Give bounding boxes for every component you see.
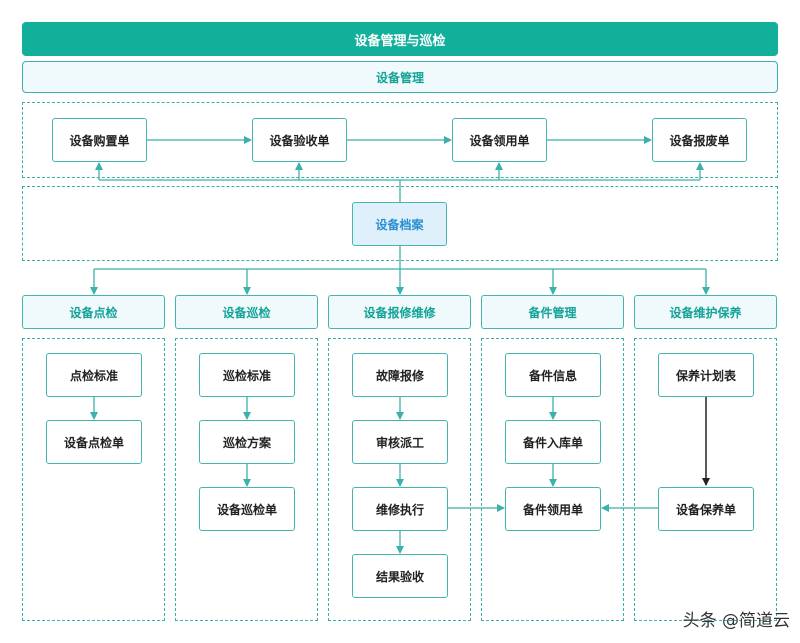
column-container-patrol	[175, 338, 318, 621]
patrol-standard-box: 巡检标准	[199, 353, 295, 397]
column-header-repair: 设备报修维修	[328, 295, 471, 329]
acceptance-order-box: 设备验收单	[252, 118, 347, 162]
column-header-spare-parts: 备件管理	[481, 295, 624, 329]
page-title: 设备管理与巡检	[22, 22, 778, 56]
repair-execution-box: 维修执行	[352, 487, 448, 531]
column-container-maintenance	[634, 338, 777, 621]
equipment-archive-box: 设备档案	[352, 202, 447, 246]
spare-part-inbound-box: 备件入库单	[505, 420, 601, 464]
scrap-order-box: 设备报废单	[652, 118, 747, 162]
section-title-equipment-management: 设备管理	[22, 61, 778, 93]
column-container-spare-parts	[481, 338, 624, 621]
patrol-form-box: 设备巡检单	[199, 487, 295, 531]
spare-part-info-box: 备件信息	[505, 353, 601, 397]
watermark-text: 头条 @简道云	[682, 611, 790, 631]
spare-part-requisition-box: 备件领用单	[505, 487, 601, 531]
maintenance-form-box: 设备保养单	[658, 487, 754, 531]
column-container-inspection	[22, 338, 165, 621]
flow-container	[22, 102, 778, 178]
requisition-order-box: 设备领用单	[452, 118, 547, 162]
patrol-plan-box: 巡检方案	[199, 420, 295, 464]
fault-report-box: 故障报修	[352, 353, 448, 397]
inspection-standard-box: 点检标准	[46, 353, 142, 397]
column-header-maintenance: 设备维护保养	[634, 295, 777, 329]
result-acceptance-box: 结果验收	[352, 554, 448, 598]
column-container-repair	[328, 338, 471, 621]
maintenance-plan-box: 保养计划表	[658, 353, 754, 397]
inspection-form-box: 设备点检单	[46, 420, 142, 464]
column-header-patrol: 设备巡检	[175, 295, 318, 329]
purchase-order-box: 设备购置单	[52, 118, 147, 162]
review-dispatch-box: 审核派工	[352, 420, 448, 464]
column-header-inspection: 设备点检	[22, 295, 165, 329]
